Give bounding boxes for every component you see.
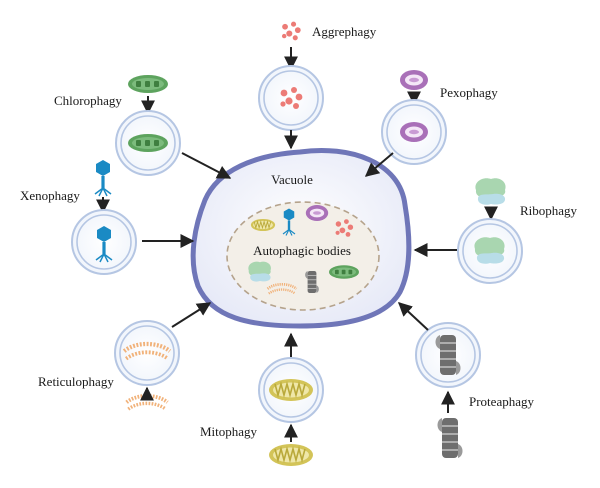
pathway-mitophagy: Mitophagy	[200, 332, 324, 467]
aggregate-icon	[281, 21, 301, 41]
arrow	[364, 152, 394, 177]
mitochondrion-icon	[250, 218, 276, 232]
phage-icon	[94, 159, 112, 197]
chloroplast-icon	[128, 134, 168, 152]
vacuole: Vacuole Autophagic bodies	[190, 147, 412, 329]
chloroplast-icon	[128, 75, 168, 93]
autophagic-bodies: Autophagic bodies	[226, 201, 380, 311]
pathway-reticulophagy: Reticulophagy	[38, 302, 212, 412]
peroxisome-icon	[305, 205, 329, 221]
peroxisome-icon	[400, 122, 428, 142]
arrow	[181, 152, 232, 179]
pathway-xenophagy: Xenophagy	[20, 159, 195, 275]
pathway-label: Pexophagy	[440, 85, 498, 100]
autophagosome	[258, 65, 324, 131]
mitochondrion-icon	[268, 378, 314, 402]
ribosome-icon	[248, 261, 271, 282]
pathway-label: Chlorophagy	[54, 93, 122, 108]
pathway-label: Ribophagy	[520, 203, 578, 218]
pathway-proteaphagy: Proteaphagy	[397, 302, 534, 459]
ribosome-icon	[475, 178, 506, 205]
pathway-ribophagy: Ribophagy	[413, 178, 578, 284]
pathway-aggrephagy: Aggrephagy	[258, 21, 377, 150]
mitochondrion-icon	[268, 443, 314, 467]
pathway-pexophagy: Pexophagy	[364, 70, 498, 177]
pathway-chlorophagy: Chlorophagy	[54, 75, 232, 179]
pathway-label: Mitophagy	[200, 424, 258, 439]
autophagic-bodies-label: Autophagic bodies	[253, 243, 351, 258]
ribosome-icon	[474, 237, 505, 264]
peroxisome-icon	[400, 70, 428, 90]
pathway-label: Xenophagy	[20, 188, 80, 203]
vacuole-label: Vacuole	[271, 172, 313, 187]
pathway-label: Aggrephagy	[312, 24, 377, 39]
proteasome-icon	[436, 417, 464, 459]
arrow	[171, 302, 212, 328]
pathway-label: Proteaphagy	[469, 394, 534, 409]
chloroplast-icon	[329, 265, 359, 279]
pathway-label: Reticulophagy	[38, 374, 114, 389]
arrow	[397, 302, 429, 331]
